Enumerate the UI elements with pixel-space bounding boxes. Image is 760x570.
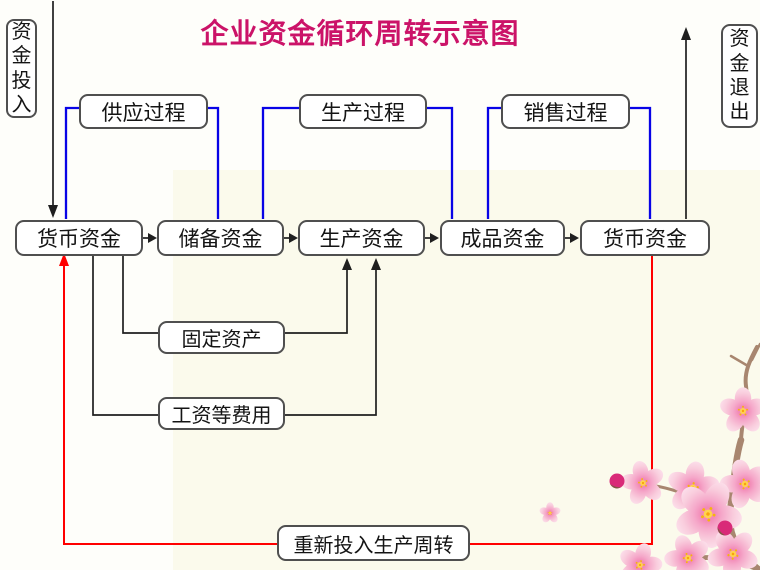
capital-input-box: 资金投入 (6, 19, 37, 118)
produce-bracket-right (427, 106, 454, 219)
sales-bracket-right (630, 106, 652, 219)
fund-production-label: 生产资金 (319, 227, 404, 251)
process-box-supply: 供应过程 (79, 94, 208, 129)
supply-bracket-right (208, 106, 220, 219)
fund-reserve-label: 储备资金 (178, 227, 263, 251)
process-production-label: 生产过程 (321, 100, 405, 125)
fixed-assets-label: 固定资产 (181, 329, 262, 351)
process-sales-label: 销售过程 (523, 100, 608, 125)
fund-monetary-1-label: 货币资金 (37, 227, 121, 251)
produce-bracket-left (261, 106, 299, 219)
fund-box-reserve: 储备资金 (157, 220, 284, 256)
fund-monetary-2-label: 货币资金 (603, 227, 687, 251)
sales-bracket-left (486, 106, 501, 219)
process-box-sales: 销售过程 (501, 94, 630, 129)
fund-box-monetary-2: 货币资金 (580, 220, 710, 256)
fund-box-finished: 成品资金 (440, 220, 565, 256)
expense-box-fixed-assets: 固定资产 (158, 321, 285, 354)
supply-bracket-left (64, 106, 79, 219)
fund-box-monetary-1: 货币资金 (15, 220, 143, 256)
page-title: 企业资金循环周转示意图 (200, 19, 520, 50)
fixed-asset-link-right (285, 269, 348, 334)
reinvest-loop-box: 重新投入生产周转 (277, 525, 470, 561)
wages-link-right (285, 269, 377, 416)
flow-arrows-black (52, 1, 687, 416)
capital-exit-box: 资金退出 (721, 24, 758, 128)
fixed-asset-link-left (122, 256, 158, 334)
wages-link-left (92, 256, 158, 416)
process-box-production: 生产过程 (299, 94, 427, 129)
process-supply-label: 供应过程 (101, 100, 186, 125)
capital-exit-label: 资金退出 (729, 28, 750, 124)
process-links-blue (64, 106, 652, 219)
wages-label: 工资等费用 (171, 405, 272, 427)
fund-box-production: 生产资金 (298, 220, 425, 256)
fund-finished-label: 成品资金 (460, 227, 545, 251)
capital-input-label: 资金投入 (11, 20, 32, 116)
expense-box-wages: 工资等费用 (158, 397, 285, 430)
flow-arrowheads-black (48, 27, 691, 270)
cycle-loop-red (59, 253, 653, 545)
reinvest-loop-label: 重新投入生产周转 (293, 534, 454, 557)
